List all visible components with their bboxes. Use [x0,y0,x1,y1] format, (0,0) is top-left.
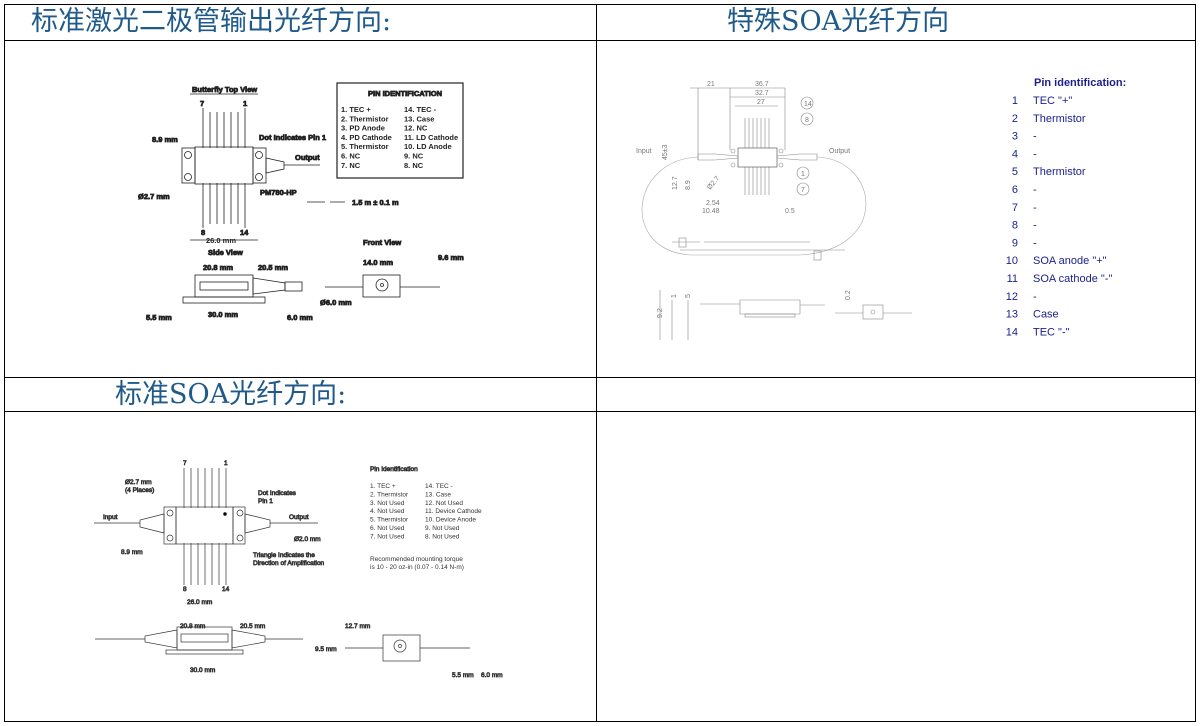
empty-header-cell [596,377,1196,412]
header-cell-laser: 标准激光二极管输出光纤方向: [4,4,597,41]
header-cell-special-soa: 特殊SOA光纤方向 [596,4,1196,41]
standard-soa-heading: 标准SOA光纤方向: [115,379,347,410]
special-soa-drawing-cell [596,40,1196,378]
standard-soa-drawing-cell [4,411,597,722]
empty-cell [596,411,1196,722]
header-cell-standard-soa: 标准SOA光纤方向: [4,377,597,412]
laser-fiber-heading: 标准激光二极管输出光纤方向: [31,6,392,37]
laser-drawing-cell [4,40,597,378]
special-soa-heading: 特殊SOA光纤方向 [727,6,950,37]
